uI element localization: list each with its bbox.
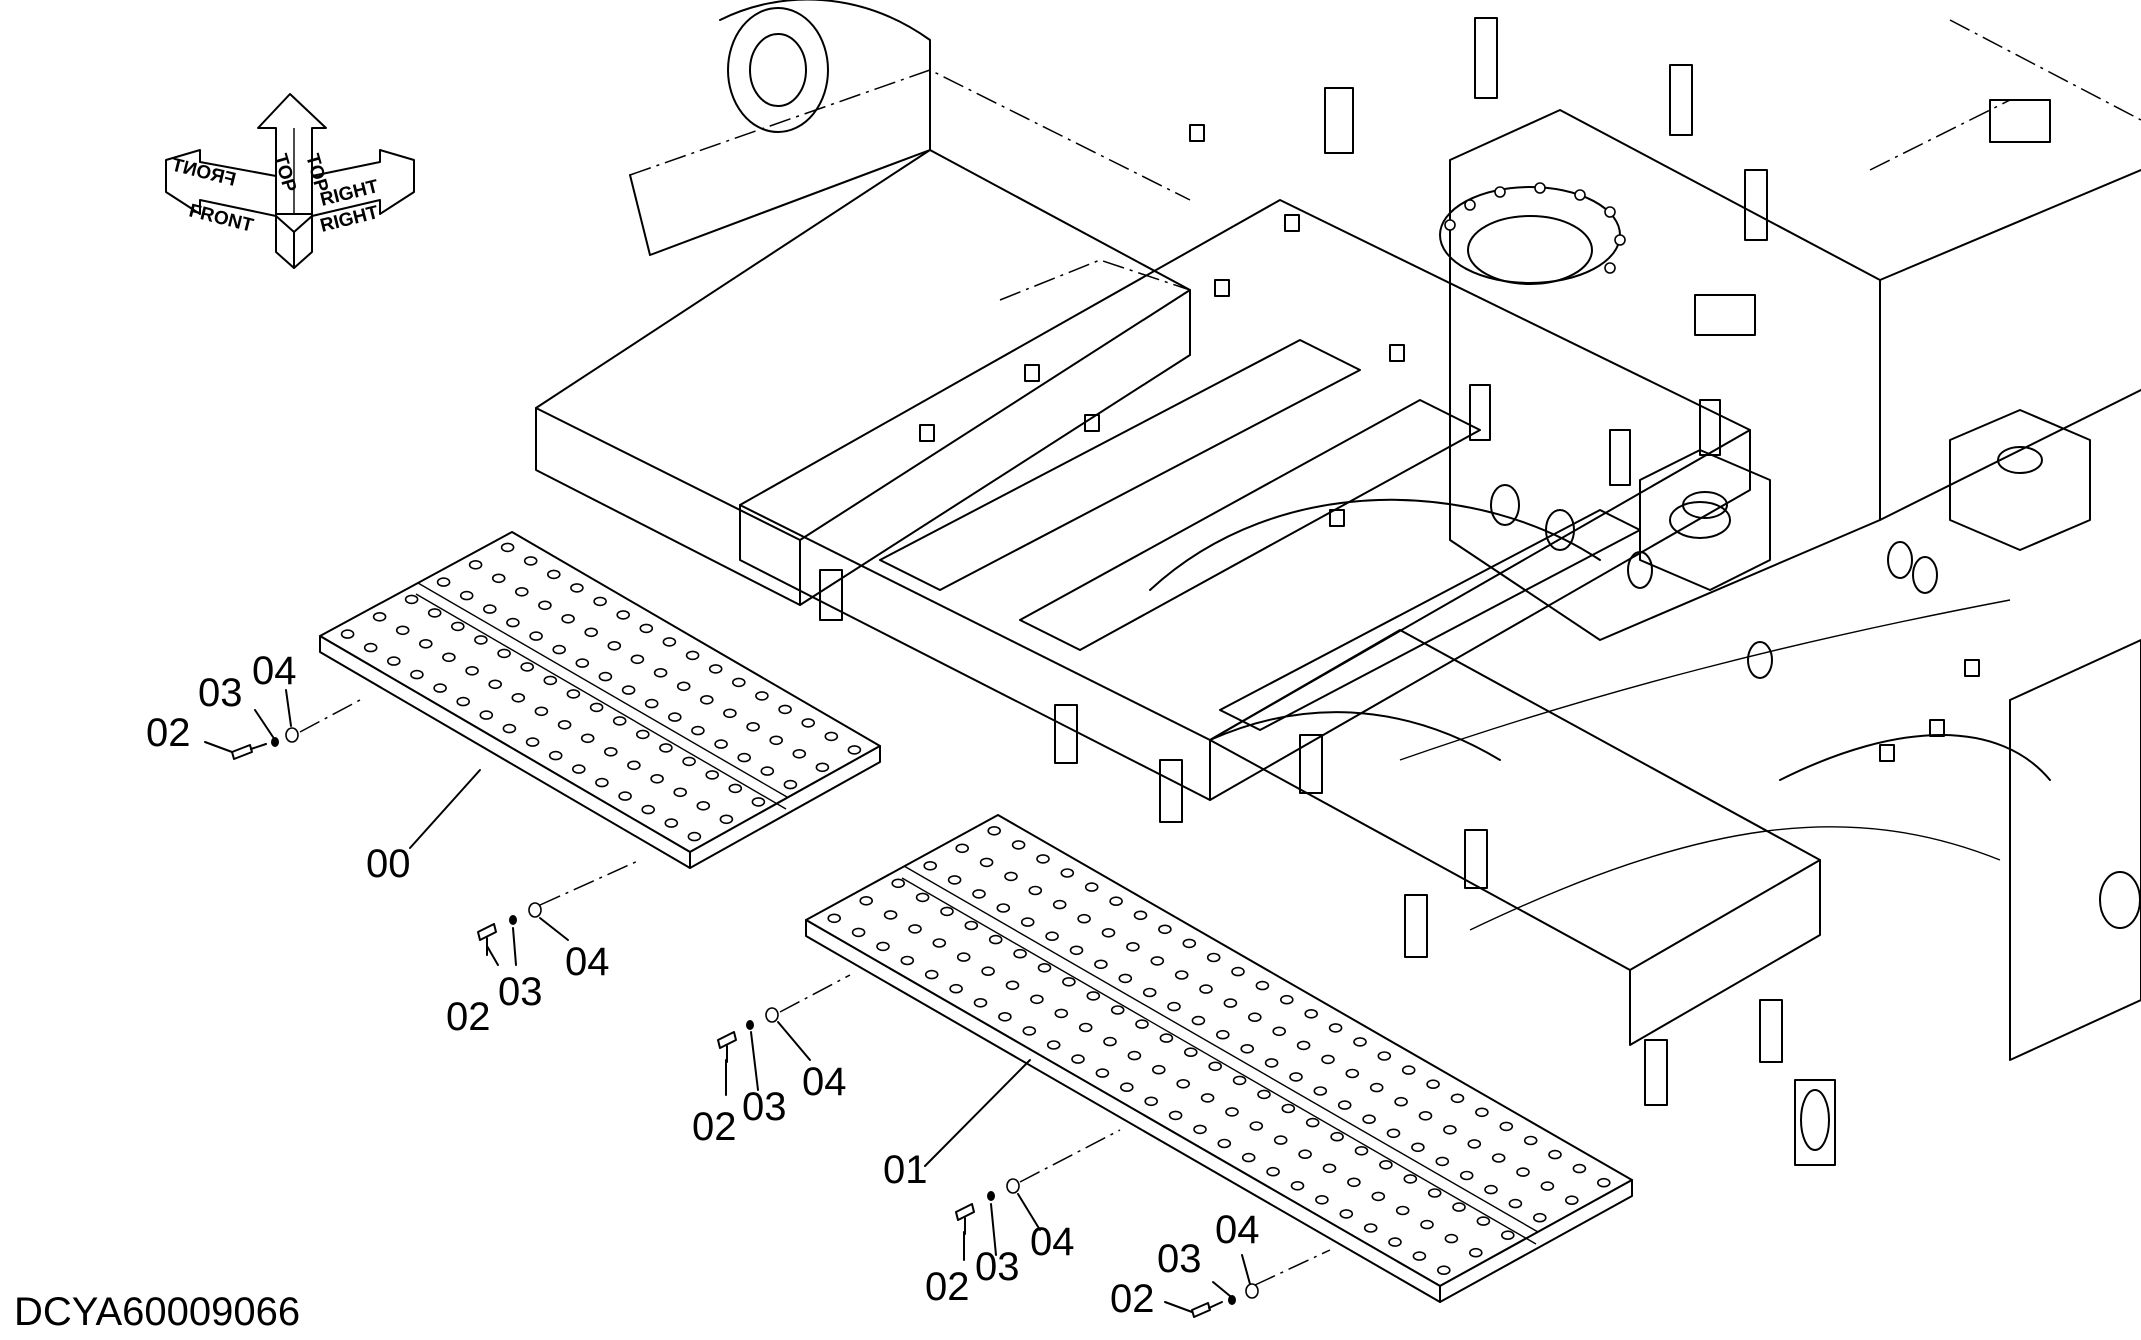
callout-03-b: 03 [498, 970, 543, 1014]
callout-02-c: 02 [692, 1105, 737, 1149]
callout-labels: 00 01 02 03 04 02 03 04 02 03 04 02 03 0… [146, 649, 1260, 1321]
callout-03-c: 03 [742, 1085, 787, 1129]
callout-01: 01 [883, 1148, 928, 1192]
callout-04-c: 04 [802, 1060, 847, 1104]
step-front [805, 814, 1633, 1303]
callout-00: 00 [366, 842, 411, 886]
callout-02-e: 02 [1110, 1277, 1155, 1321]
callout-03-e: 03 [1157, 1237, 1202, 1281]
leader-lines [204, 689, 1251, 1313]
callout-02-b: 02 [446, 995, 491, 1039]
callout-04-b: 04 [565, 940, 610, 984]
step-rear [319, 531, 881, 869]
upper-frame [535, 0, 2141, 1166]
callout-04-d: 04 [1030, 1220, 1075, 1264]
callout-03-d: 03 [975, 1245, 1020, 1289]
orientation-arrows-icon: FRONT FRONT TOP TOP RIGHT RIGHT [165, 93, 415, 269]
callout-03-a: 03 [198, 671, 243, 715]
callout-02-d: 02 [925, 1265, 970, 1309]
callout-04-e: 04 [1215, 1208, 1260, 1252]
callout-02-a: 02 [146, 711, 191, 755]
callout-04-a: 04 [252, 649, 297, 693]
fasteners [231, 699, 1331, 1318]
drawing-code: DCYA60009066 [14, 1290, 300, 1334]
